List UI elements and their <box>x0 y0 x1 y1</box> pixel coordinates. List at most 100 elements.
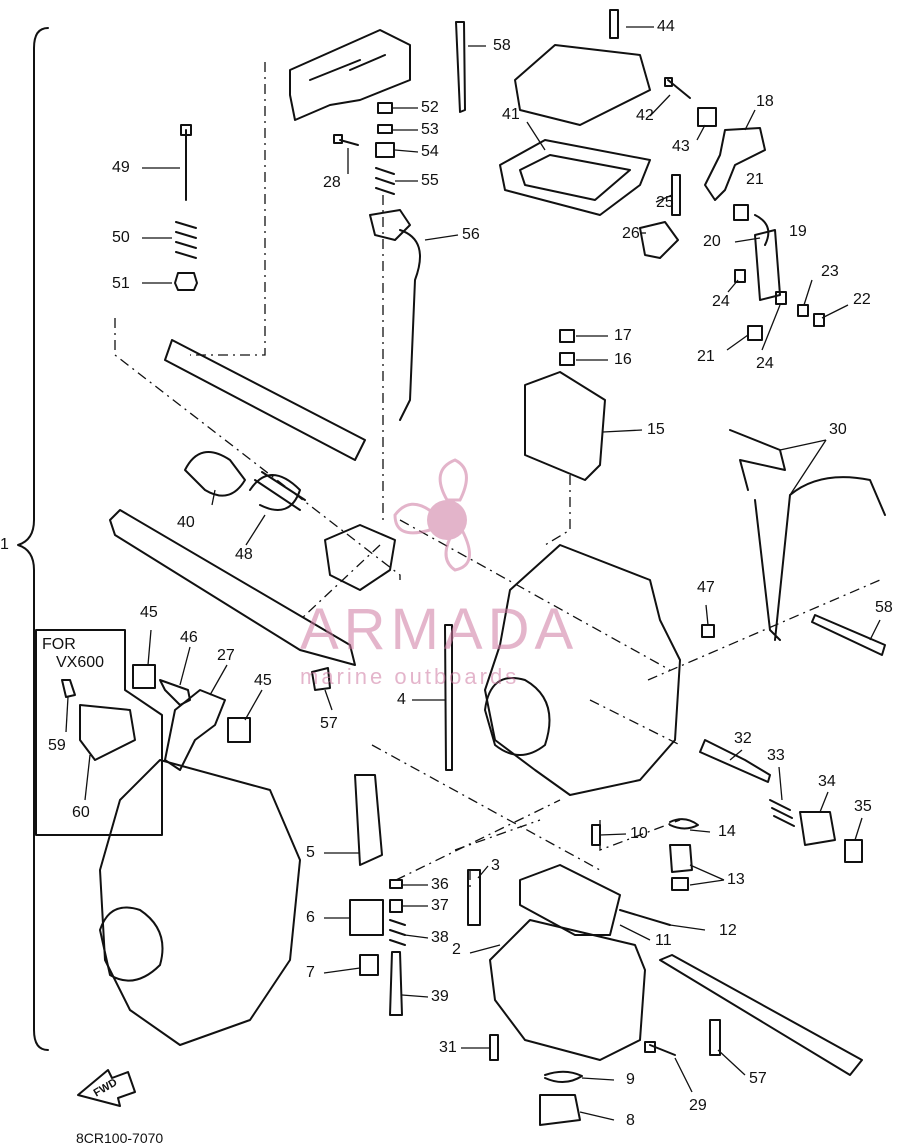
callout-33: 33 <box>767 747 785 764</box>
callout-24a: 24 <box>712 293 730 310</box>
slide-15 <box>524 371 606 481</box>
spring-33 <box>769 799 795 827</box>
part-60 <box>79 704 136 761</box>
callout-30: 30 <box>829 421 847 438</box>
assembly-brace <box>17 27 49 1051</box>
gasket-41 <box>499 139 651 216</box>
screw-42 <box>664 77 691 99</box>
callout-34: 34 <box>818 773 836 790</box>
callout-15: 15 <box>647 421 665 438</box>
parts-16-17 <box>559 329 575 366</box>
callout-45b: 45 <box>254 672 272 689</box>
jet-3 <box>467 869 481 926</box>
callout-20: 20 <box>703 233 721 250</box>
callout-52: 52 <box>421 99 439 116</box>
screw-59 <box>61 679 76 698</box>
callout-25: 25 <box>656 194 674 211</box>
callout-19: 19 <box>789 223 807 240</box>
callout-18: 18 <box>756 93 774 110</box>
callout-56: 56 <box>462 226 480 243</box>
lever-18 <box>704 127 766 201</box>
long-plate <box>109 509 356 666</box>
callout-21b: 21 <box>697 348 715 365</box>
callout-42: 42 <box>636 107 654 124</box>
hoses-30 <box>729 429 886 641</box>
callout-11: 11 <box>655 932 672 949</box>
callout-38: 38 <box>431 929 449 946</box>
callout-8: 8 <box>626 1112 635 1129</box>
callout-13: 13 <box>727 871 745 888</box>
oring-9 <box>544 1070 583 1083</box>
pilot-screw-32 <box>699 739 771 783</box>
needle-valve-13 <box>669 844 693 891</box>
screw-25 <box>671 174 681 216</box>
callout-28: 28 <box>323 174 341 191</box>
screw-49 <box>180 124 192 201</box>
callout-58b: 58 <box>875 599 893 616</box>
plug-8 <box>539 1094 581 1126</box>
callout-49: 49 <box>112 159 130 176</box>
rod <box>164 339 366 461</box>
tie-58b <box>811 614 886 656</box>
callout-58a: 58 <box>493 37 511 54</box>
screw-57a <box>311 667 331 691</box>
callout-14: 14 <box>718 823 736 840</box>
cap-35 <box>844 839 863 863</box>
callout-60: 60 <box>72 804 90 821</box>
callout-21a: 21 <box>746 171 764 188</box>
collar-43 <box>697 107 717 127</box>
jet-7 <box>359 954 379 976</box>
plug-34 <box>799 811 836 846</box>
callout-27: 27 <box>217 647 235 664</box>
carburetor-intake-right <box>484 677 551 756</box>
needle-4 <box>444 624 453 771</box>
washers-52-55 <box>375 102 395 195</box>
callout-43: 43 <box>672 138 690 155</box>
top-bracket <box>289 29 411 121</box>
watermark-title: ARMADA <box>300 597 579 662</box>
plate-27 <box>164 689 226 771</box>
bottom-bar <box>659 954 863 1076</box>
screw-39 <box>389 951 403 1016</box>
callout-35: 35 <box>854 798 872 815</box>
bracket-26 <box>639 221 679 259</box>
rings-45 <box>132 664 251 743</box>
boot-40 <box>184 451 246 497</box>
callout-6: 6 <box>306 909 315 926</box>
screw-57b <box>709 1019 721 1056</box>
cover-44 <box>514 44 651 126</box>
jet-47 <box>701 624 715 638</box>
callout-3: 3 <box>491 857 500 874</box>
washers-24 <box>734 269 787 305</box>
nut-51 <box>174 272 198 291</box>
callout-50: 50 <box>112 229 130 246</box>
callout-5: 5 <box>306 844 315 861</box>
callout-24b: 24 <box>756 355 774 372</box>
callout-54: 54 <box>421 143 439 160</box>
oring-14 <box>669 818 699 830</box>
callout-17: 17 <box>614 327 632 344</box>
float-11 <box>519 864 621 936</box>
spring-48 <box>249 471 306 511</box>
callout-53: 53 <box>421 121 439 138</box>
fwd-arrow-icon <box>77 1069 136 1107</box>
callout-41: 41 <box>502 106 520 123</box>
callout-32: 32 <box>734 730 752 747</box>
needle-jet-6 <box>349 899 384 936</box>
carburetor-body-left <box>99 759 301 1046</box>
callout-23: 23 <box>821 263 839 280</box>
parts-36-38 <box>389 879 406 946</box>
callout-48: 48 <box>235 546 253 563</box>
variant-note-line2: VX600 <box>56 654 105 671</box>
callout-59: 59 <box>48 737 66 754</box>
callout-16: 16 <box>614 351 632 368</box>
callout-47: 47 <box>697 579 715 596</box>
callout-12: 12 <box>719 922 737 939</box>
callout-40: 40 <box>177 514 195 531</box>
carburetor-intake-left <box>99 906 164 982</box>
throttle-piece <box>324 524 396 591</box>
watermark-subtitle: marine outboards <box>300 664 520 689</box>
callout-2: 2 <box>452 941 461 958</box>
